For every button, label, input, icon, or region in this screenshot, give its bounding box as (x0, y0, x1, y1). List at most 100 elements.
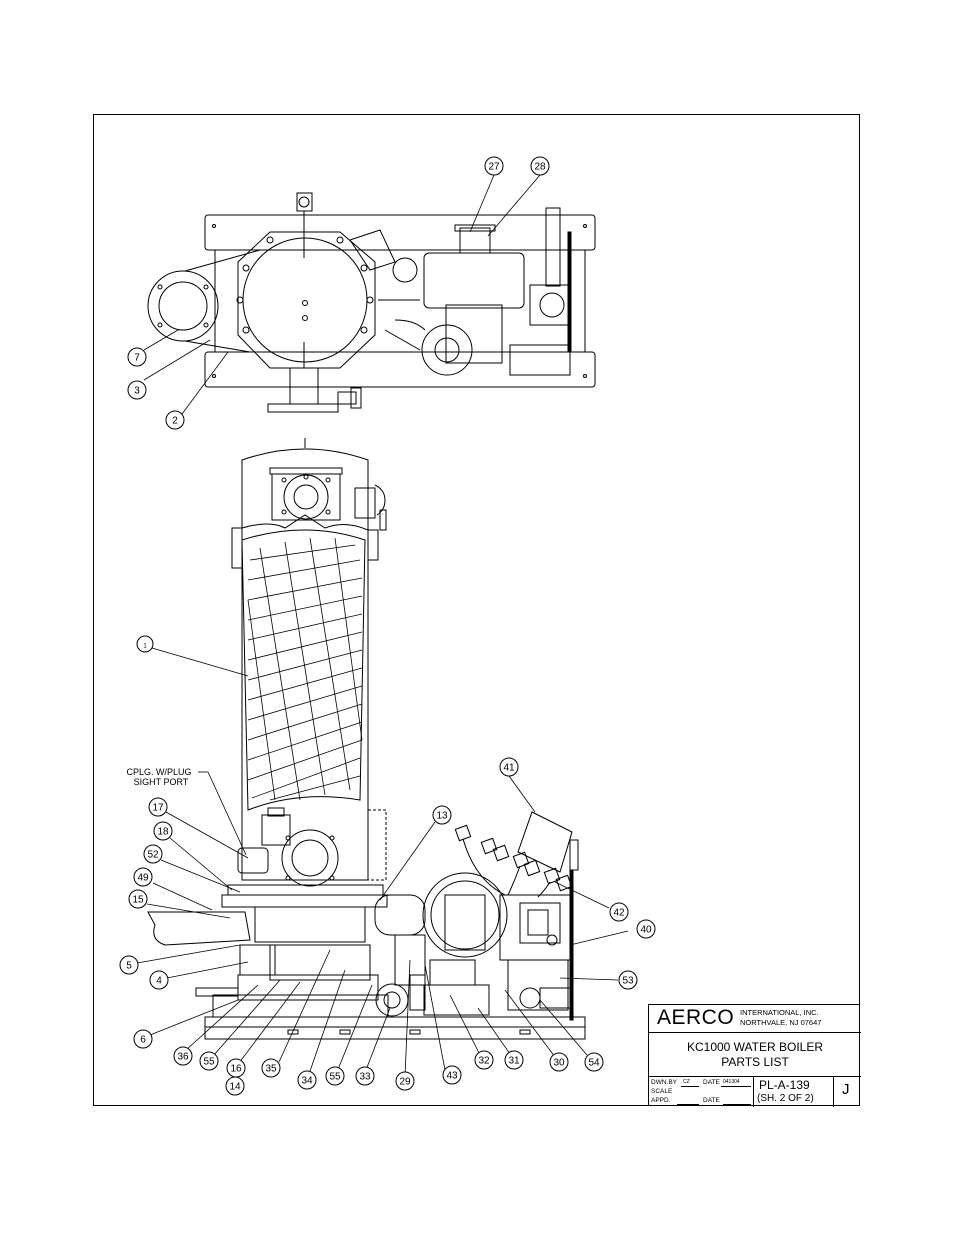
callout-balloon: 1 (136, 635, 154, 653)
callout-number: 7 (134, 353, 140, 364)
drawn-by-label: DWN.BY (651, 1079, 677, 1086)
outlet-flange (281, 829, 339, 887)
callout-number: 34 (301, 1076, 313, 1087)
callout-number: 53 (622, 976, 634, 987)
callout-number: 13 (436, 811, 448, 822)
callout-balloon: 42 (609, 902, 629, 922)
approved-label: APPD. (651, 1097, 671, 1104)
callout-balloon: 35 (261, 1058, 281, 1078)
bottom-frame-rail (204, 351, 596, 388)
top-view (147, 192, 596, 413)
callout-balloon: 29 (395, 1071, 415, 1091)
callout-number: 52 (147, 850, 159, 861)
callout-balloon: 6 (133, 1029, 153, 1049)
company-address-line2: NORTHVALE, NJ 07647 (740, 1018, 822, 1027)
date-value: 041304 (723, 1079, 740, 1085)
company-name: AERCO (657, 1006, 735, 1029)
callout-balloon: 41 (499, 757, 519, 777)
callout-number: 36 (177, 1052, 189, 1063)
callout-number: 43 (446, 1071, 458, 1082)
callout-number: 33 (359, 1072, 371, 1083)
callout-balloon: 52 (143, 844, 163, 864)
callout-balloon: 54 (584, 1052, 604, 1072)
leader-lines (136, 174, 629, 1078)
callout-balloon: 15 (128, 889, 148, 909)
callout-balloon: 18 (153, 821, 173, 841)
callout-balloon: 5 (119, 955, 139, 975)
callout-balloon: 49 (133, 867, 153, 887)
callout-number: 40 (640, 925, 652, 936)
annotation-line2: SIGHT PORT (134, 777, 189, 787)
callout-number: 16 (230, 1064, 242, 1075)
blower-flange (147, 270, 219, 342)
callout-balloon: 55 (325, 1066, 345, 1086)
callout-number: 6 (140, 1035, 146, 1046)
callout-balloon: 14 (225, 1076, 245, 1096)
title-block-company-row: AERCO INTERNATIONAL, INC. NORTHVALE, NJ … (649, 1005, 861, 1033)
title-block-info-row: DWN.BY CZ DATE 041304 SCALE APPD. DATE P… (649, 1077, 861, 1107)
callout-number: 4 (156, 976, 162, 987)
callout-number: 35 (265, 1064, 277, 1075)
callout-number: 3 (134, 386, 140, 397)
side-view (147, 438, 586, 1040)
callout-number: 55 (329, 1072, 341, 1083)
company-address-line1: INTERNATIONAL, INC. (740, 1008, 819, 1017)
revision-letter: J (842, 1081, 850, 1098)
annotation-line1: CPLG. W/PLUG (126, 767, 191, 777)
title-block-title-row: KC1000 WATER BOILER PARTS LIST (649, 1033, 861, 1077)
helical-tubes (241, 529, 366, 811)
drawing-number: PL-A-139 (759, 1078, 810, 1092)
cable-connectors (454, 824, 573, 892)
callout-balloon: 32 (474, 1050, 494, 1070)
callout-balloon: 43 (442, 1065, 462, 1085)
callout-number: 27 (488, 162, 500, 173)
blower-housing (422, 872, 508, 958)
callout-number: 5 (126, 961, 132, 972)
sheet-number: (SH. 2 OF 2) (757, 1093, 814, 1104)
callout-number: 42 (613, 908, 625, 919)
callout-number: 2 (172, 416, 178, 427)
callout-number: 28 (534, 162, 546, 173)
callout-number: 41 (503, 763, 515, 774)
callout-balloon: 7 (127, 347, 147, 367)
callout-number: 49 (137, 873, 149, 884)
callout-balloon: 36 (173, 1046, 193, 1066)
date2-label: DATE (703, 1097, 720, 1104)
callout-number: 17 (152, 803, 164, 814)
base-skid (204, 1016, 586, 1040)
callout-balloon: 40 (636, 919, 656, 939)
callout-balloon: 4 (149, 970, 169, 990)
callout-balloon: 30 (549, 1052, 569, 1072)
callout-balloon: 53 (618, 970, 638, 990)
callout-number: 32 (478, 1056, 490, 1067)
callout-balloon: 55 (199, 1051, 219, 1071)
callout-number: 1 (143, 644, 147, 650)
callout-balloon: 33 (355, 1066, 375, 1086)
drawing-title-line1: KC1000 WATER BOILER (686, 1040, 824, 1054)
gas-valve (445, 304, 503, 364)
date-label: DATE (703, 1079, 720, 1086)
callout-balloon: 27 (484, 156, 504, 176)
callout-number: 14 (229, 1082, 241, 1093)
ignition-transformer (517, 811, 573, 873)
callout-balloon: 28 (530, 156, 550, 176)
callout-balloon: 3 (127, 380, 147, 400)
drawn-by-value: CZ (683, 1079, 690, 1085)
callout-balloon: 34 (297, 1070, 317, 1090)
callout-number: 18 (157, 827, 169, 838)
callout-balloon: 17 (148, 797, 168, 817)
callout-balloon: 13 (432, 805, 452, 825)
callout-number: 29 (399, 1077, 411, 1088)
title-block: AERCO INTERNATIONAL, INC. NORTHVALE, NJ … (648, 1004, 861, 1107)
top-frame-rail (204, 214, 596, 251)
callout-number: 54 (588, 1058, 600, 1069)
callout-number: 31 (508, 1056, 520, 1067)
callout-balloon: 31 (504, 1050, 524, 1070)
callout-number: 30 (553, 1058, 565, 1069)
callout-number: 55 (203, 1057, 215, 1068)
drawing-title-line2: PARTS LIST (721, 1055, 789, 1069)
callout-number: 15 (132, 895, 144, 906)
scale-label: SCALE (651, 1088, 673, 1095)
